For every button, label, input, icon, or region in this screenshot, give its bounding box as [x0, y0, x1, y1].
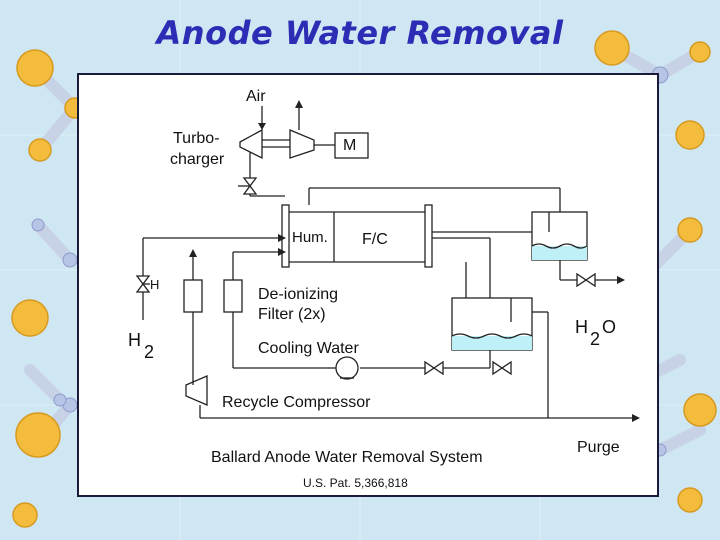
- purge-label: Purge: [577, 439, 620, 456]
- h2-label-sub: 2: [144, 342, 155, 362]
- water-label-main: H: [575, 317, 588, 337]
- h2-valve: [135, 275, 151, 293]
- water-label-o: O: [602, 317, 617, 337]
- turbocharger-label-line1: Turbo-: [173, 130, 220, 147]
- upper-drain-valve: [576, 272, 596, 288]
- patent-label: U.S. Pat. 5,366,818: [303, 476, 408, 490]
- humidifier-label: Hum.: [292, 229, 328, 246]
- fuel-cell-label: F/C: [362, 231, 388, 248]
- water-label-sub: 2: [590, 329, 601, 349]
- deionizing-filter-2: [223, 279, 243, 313]
- motor-box: [334, 132, 369, 159]
- cooling-valve-1: [424, 360, 444, 376]
- air-inlet-arrow: [258, 106, 266, 130]
- h2-label-main: H: [128, 330, 141, 350]
- deionizing-label-line2: Filter (2x): [258, 306, 326, 323]
- upper-water-separator: [531, 211, 588, 261]
- stack-to-lower-tank: [432, 237, 491, 298]
- cooling-valve-2: [492, 360, 512, 376]
- recycle-compressor-label: Recycle Compressor: [222, 394, 371, 411]
- air-label: Air: [246, 88, 266, 105]
- deionizing-label-line1: De-ionizing: [258, 286, 339, 303]
- cooling-pump: [324, 356, 359, 380]
- recycle-compressor-symbol: [185, 375, 208, 406]
- turbocharger-turbine: [289, 129, 315, 159]
- stack-exhaust-line: [308, 187, 561, 212]
- h2-valve-label: H: [150, 277, 160, 292]
- lower-drain-line: [532, 311, 549, 418]
- deionizing-filter-1: [183, 279, 203, 313]
- motor-label: M: [343, 137, 357, 154]
- fuel-cell-body: [289, 211, 425, 263]
- slide-title: Anode Water Removal: [156, 14, 564, 52]
- air-valve: [238, 177, 258, 195]
- turbocharger-shaft: [262, 139, 290, 148]
- filter-lines: [189, 248, 324, 369]
- air-line-to-humidifier: [249, 152, 285, 197]
- cooling-water-label: Cooling Water: [258, 340, 359, 357]
- fuel-cell-endplate-right: [424, 204, 433, 268]
- turbocharger-label-line2: charger: [170, 151, 225, 168]
- purge-line: [200, 414, 640, 422]
- system-name-label: Ballard Anode Water Removal System: [211, 449, 483, 466]
- turbocharger-compressor: [239, 128, 263, 160]
- recycle-lines: [192, 312, 201, 418]
- exhaust-arrow: [295, 100, 303, 130]
- lower-water-separator: [451, 297, 533, 351]
- humidifier-endplate-left: [281, 204, 290, 268]
